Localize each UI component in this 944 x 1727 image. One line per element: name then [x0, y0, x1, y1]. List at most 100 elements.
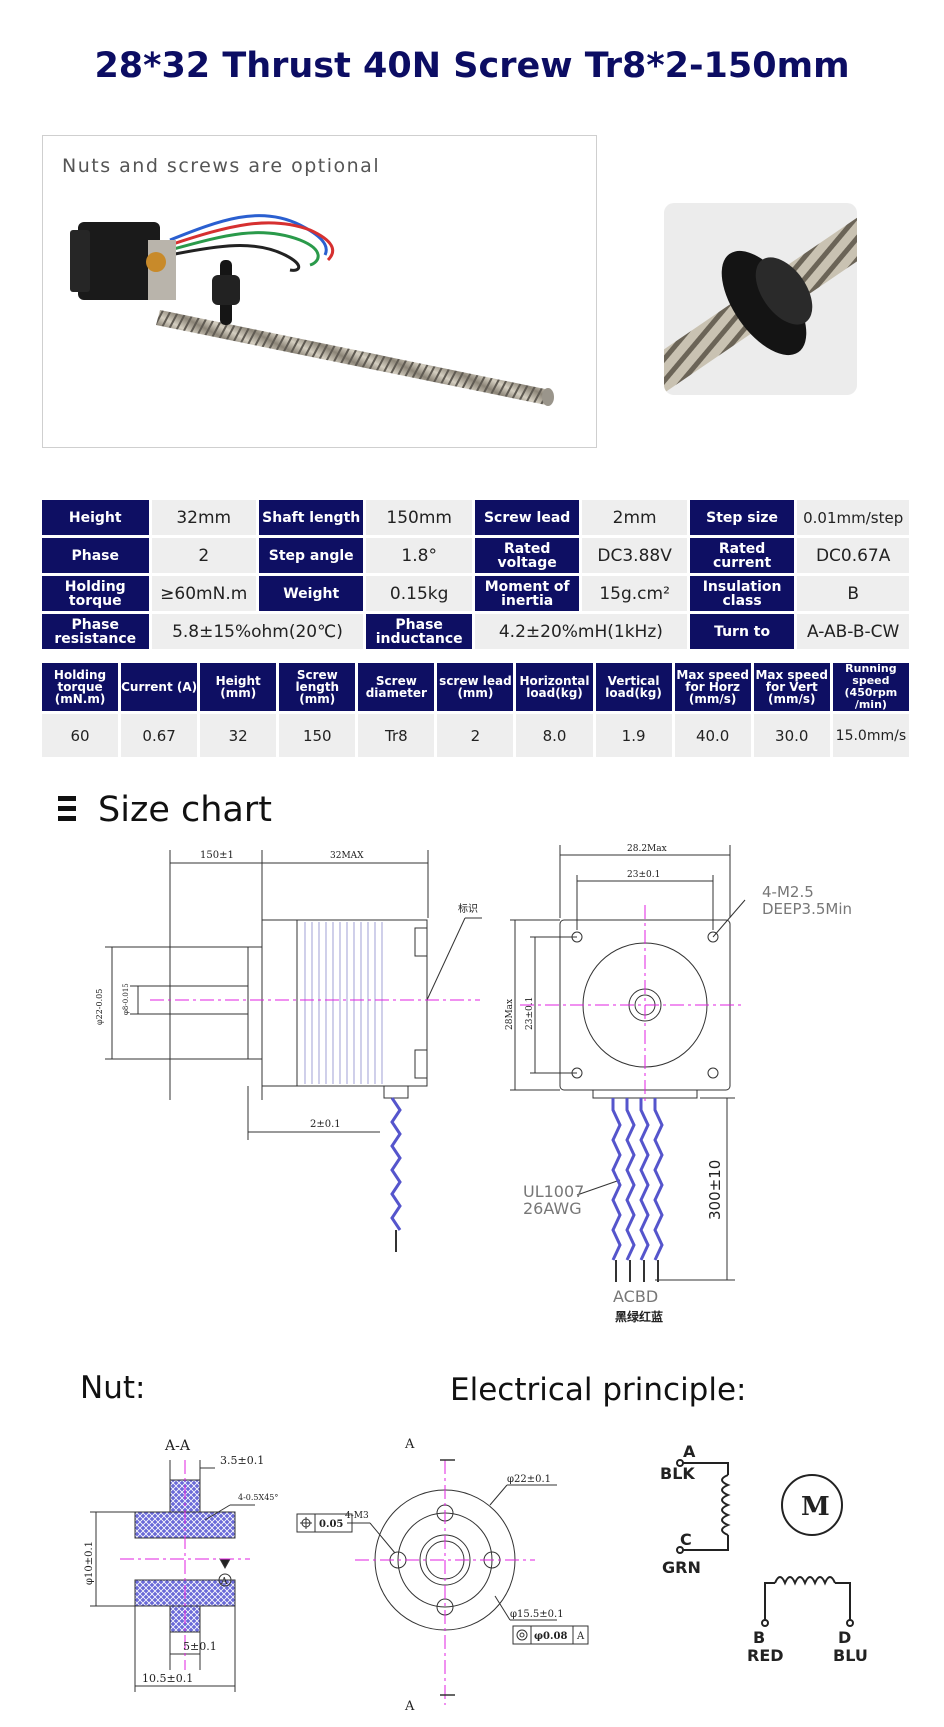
spec-label: Phase resistance — [42, 614, 149, 649]
motor-side-view-drawing: 150±1 32MAX 标识 2±0.1 φ22-0.05 φ8-0.015 — [95, 850, 482, 1252]
spec-value: B — [797, 576, 909, 611]
spec-value: 150mm — [366, 500, 472, 535]
table-header: Holding torque (mN.m) — [42, 663, 119, 711]
wire-order: ACBD — [613, 1287, 658, 1306]
dim-pcd: φ15.5±0.1 — [510, 1609, 564, 1620]
wire-spec-1: UL1007 — [523, 1182, 584, 1201]
dim-width: 28.2Max — [627, 844, 667, 854]
spec-row: Height 32mm Shaft length 150mm Screw lea… — [42, 500, 909, 535]
spec-label: Insulation class — [689, 576, 795, 611]
thread-depth: DEEP3.5Min — [762, 900, 852, 918]
spec-label: Rated voltage — [474, 538, 580, 573]
product-photo-frame — [42, 135, 597, 448]
table-cell: 40.0 — [674, 714, 751, 757]
label-blk: BLK — [660, 1464, 695, 1483]
table-cell: 2 — [437, 714, 514, 757]
spec-value: 0.15kg — [366, 576, 472, 611]
table-header: Max speed for Horz (mm/s) — [674, 663, 751, 711]
electrical-principle-label: Electrical principle: — [450, 1372, 747, 1408]
spec-label: Step angle — [258, 538, 364, 573]
pin-a: A — [683, 1445, 696, 1461]
thread-spec: 4-M2.5 — [762, 883, 814, 901]
dim-height: 28Max — [505, 999, 515, 1030]
section-label: A-A — [164, 1438, 191, 1454]
dim-flange-th: 3.5±0.1 — [220, 1454, 264, 1467]
list-icon — [58, 796, 76, 826]
spec-label: Moment of inertia — [474, 576, 580, 611]
dim-dia8: φ8-0.015 — [122, 983, 130, 1015]
spec-value: 5.8±15%ohm(20℃) — [151, 614, 364, 649]
dim-hole-v: 23±0.1 — [525, 997, 535, 1030]
table-header: Height (mm) — [200, 663, 277, 711]
spec-value: 32mm — [151, 500, 256, 535]
label-grn: GRN — [662, 1558, 701, 1577]
table-header: screw lead (mm) — [437, 663, 514, 711]
pin-d: D — [838, 1628, 851, 1647]
wire-colors: 黑绿红蓝 — [615, 1309, 663, 1324]
section-bottom: A — [404, 1699, 415, 1710]
table-cell: 30.0 — [753, 714, 830, 757]
spec-label: Turn to — [689, 614, 795, 649]
table-header: Horizontal load(kg) — [516, 663, 593, 711]
table-header: Current (A) — [121, 663, 198, 711]
table-header: Screw length (mm) — [279, 663, 356, 711]
electrical-schematic: A BLK C GRN M B RED D BLU — [660, 1445, 868, 1665]
dim-body: 32MAX — [330, 851, 364, 861]
label-mark: 标识 — [458, 903, 478, 915]
motor-symbol: M — [801, 1492, 830, 1522]
table-cell: 0.67 — [121, 714, 198, 757]
spec-row: Phase 2 Step angle 1.8° Rated voltage DC… — [42, 538, 909, 573]
dim-shaft: 150±1 — [200, 850, 234, 861]
spec-label: Screw lead — [474, 500, 580, 535]
spec-table: Height 32mm Shaft length 150mm Screw lea… — [39, 497, 912, 652]
pin-c: C — [680, 1530, 692, 1549]
spec-label: Rated current — [689, 538, 795, 573]
spec-value: 2 — [151, 538, 256, 573]
spec-label: Step size — [689, 500, 795, 535]
spec-label: Height — [42, 500, 149, 535]
spec-value: 4.2±20%mH(1kHz) — [474, 614, 687, 649]
dim-lead: 300±10 — [706, 1160, 724, 1220]
table-cell: 1.9 — [595, 714, 672, 757]
table-cell: Tr8 — [358, 714, 435, 757]
table-cell: 32 — [200, 714, 277, 757]
holes: 4-M3 — [345, 1511, 369, 1521]
label-blu: BLU — [833, 1646, 868, 1665]
motor-front-view-drawing: 28.2Max 23±0.1 4-M2.5 DEEP3.5Min 28Max 2… — [505, 844, 852, 1324]
label-red: RED — [747, 1646, 784, 1665]
spec-row: Holding torque ≥60mN.m Weight 0.15kg Mom… — [42, 576, 909, 611]
table-cell: 150 — [279, 714, 356, 757]
dim-5: 5±0.1 — [183, 1640, 217, 1653]
spec-label: Shaft length — [258, 500, 364, 535]
dim-flange: 2±0.1 — [310, 1119, 341, 1130]
datum-label: A — [220, 1577, 228, 1587]
spec-value: 15g.cm² — [582, 576, 687, 611]
wire-spec-2: 26AWG — [523, 1199, 582, 1218]
spec-value: ≥60mN.m — [151, 576, 256, 611]
spec-value: DC0.67A — [797, 538, 909, 573]
dim-dia22: φ22±0.1 — [507, 1474, 551, 1485]
dim-hole: 23±0.1 — [627, 870, 660, 880]
spec-row: Phase resistance 5.8±15%ohm(20℃) Phase i… — [42, 614, 909, 649]
spec-label: Weight — [258, 576, 364, 611]
conc-datum: A — [576, 1631, 585, 1642]
table-header: Vertical load(kg) — [595, 663, 672, 711]
table-header-row: Holding torque (mN.m) Current (A) Height… — [42, 663, 909, 711]
spec-label: Holding torque — [42, 576, 149, 611]
dim-dia10: φ10±0.1 — [84, 1541, 95, 1585]
table-header: Running speed (450rpm /min) — [832, 663, 909, 711]
section-top: A — [404, 1437, 415, 1452]
nut-label: Nut: — [80, 1370, 146, 1406]
table-header: Screw diameter — [358, 663, 435, 711]
spec-value: 0.01mm/step — [797, 500, 909, 535]
table-cell: 15.0mm/s — [832, 714, 909, 757]
motor-photo — [70, 214, 554, 406]
nut-section-drawing: A-A 3.5±0.1 4-0.5X45° φ10±0.1 5±0.1 10.5… — [84, 1438, 278, 1692]
dim-dia22: φ22-0.05 — [95, 989, 104, 1025]
dim-total: 10.5±0.1 — [142, 1672, 193, 1685]
pin-b: B — [753, 1628, 765, 1647]
table-header: Max speed for Vert (mm/s) — [753, 663, 830, 711]
spec-value: DC3.88V — [582, 538, 687, 573]
nut-photo — [664, 203, 857, 395]
spec-value: 2mm — [582, 500, 687, 535]
